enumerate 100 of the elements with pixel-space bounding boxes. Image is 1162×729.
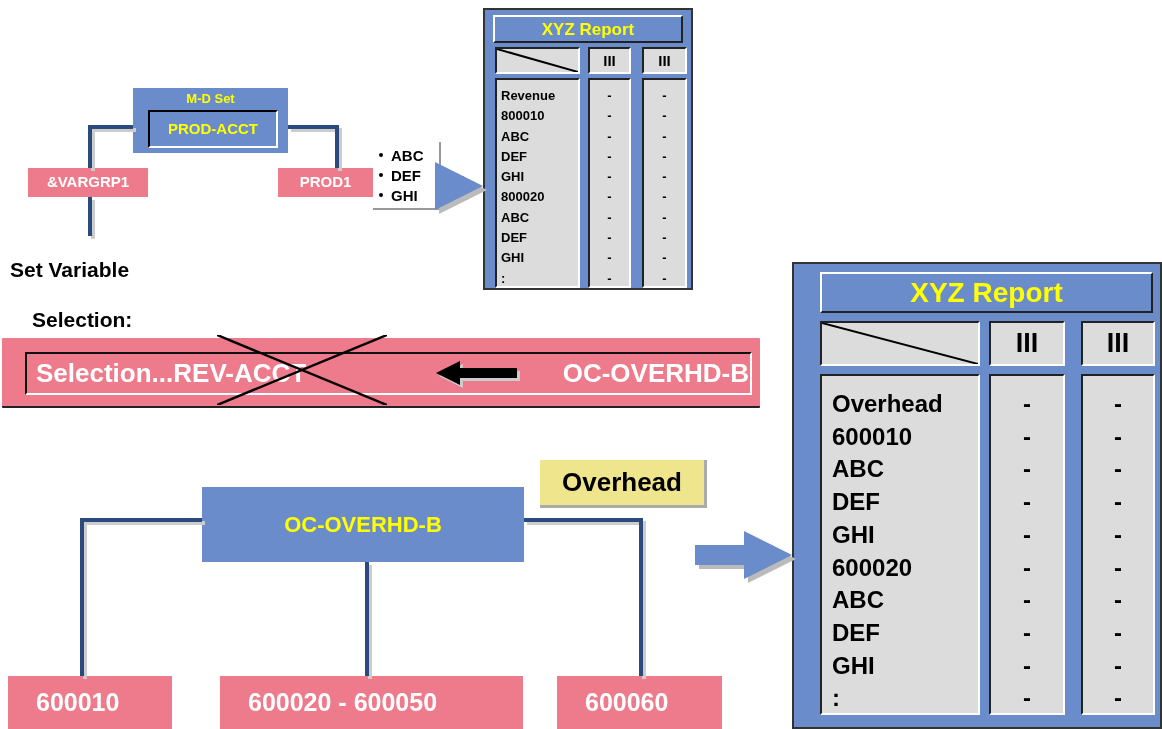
report-title: XYZ Report [541,20,635,38]
table-value: - [662,208,667,227]
report-panel [792,262,1162,729]
table-value: - [662,249,667,268]
row-label: Overhead [832,389,944,419]
table-value: - [662,229,667,248]
row-label: ABC [832,585,885,616]
row-label: DEF [832,617,881,648]
row-label: DEF [501,147,528,166]
table-value: - [1114,421,1122,452]
note-text: Overhead [562,466,682,499]
box-label: 600060 [585,686,669,718]
row-label: GHI [501,249,526,268]
row-label: GHI [501,168,526,187]
table-column [642,78,687,288]
connector-line [88,125,133,168]
list-item: DEF [391,165,421,185]
connector-line [88,197,92,236]
table-value: - [1114,487,1122,518]
row-label: Revenue [501,87,557,105]
connector-line [365,562,369,676]
connector-line [80,518,202,676]
table-value: - [1114,617,1122,648]
list-item: ABC [391,145,424,165]
set-title: M-D Set [186,92,235,105]
arrow [695,531,792,579]
table-value: - [607,208,612,227]
selection-text: OC-OVERHD-B [562,357,749,390]
report-panel [483,8,693,290]
box-label: OC-OVERHD-B [284,511,442,539]
table-value: - [1114,519,1122,550]
row-label: : [501,269,507,288]
table-value: - [662,87,667,105]
table-value: - [662,168,667,187]
row-label: GHI [832,650,876,681]
table-value: - [1023,585,1031,616]
row-label: 600010 [832,421,914,452]
account-box [557,676,722,729]
box-label: &VARGRP1 [46,172,130,193]
table-value: - [1114,585,1122,616]
row-label: 600020 [832,552,914,583]
row-label: DEF [832,487,881,518]
table-value: - [607,107,612,126]
table-value: - [607,269,612,288]
row-label: ABC [832,454,885,485]
table-value: - [607,229,612,248]
table-value: - [662,188,667,207]
box-label: PROD-ACCT [168,118,258,139]
table-value: - [1023,487,1031,518]
table-value: - [607,87,612,105]
table-column [495,78,580,288]
table-column [820,374,980,715]
table-value: - [1114,454,1122,485]
table-value: - [662,269,667,288]
account-box [28,168,148,197]
header-cell [989,321,1065,366]
table-value: - [662,107,667,126]
table-value: - [1023,683,1031,714]
row-label: DEF [501,229,528,248]
section-label: Set Variable [10,257,130,283]
arrow [436,361,517,385]
row-label: GHI [832,519,876,550]
table-value: - [1114,552,1122,583]
table-value: - [1114,650,1122,681]
table-value: - [662,127,667,146]
connector-line [524,518,643,676]
column-heading: III [658,53,671,68]
table-value: - [1114,683,1122,714]
table-value: - [1023,552,1031,583]
section-label: Selection: [32,307,133,333]
column-heading: III [603,53,616,68]
arrow [435,162,483,210]
table-column [588,78,631,288]
table-value: - [1023,454,1031,485]
column-heading: III [1015,330,1039,357]
row-label: 800010 [501,107,546,126]
box-label: PROD1 [299,172,352,193]
table-value: - [1114,389,1122,419]
account-box [278,168,373,197]
list-item: GHI [391,185,418,205]
header-cell [1081,321,1155,366]
account-box [8,676,172,729]
table-value: - [607,147,612,166]
row-label: 800020 [501,188,546,207]
column-heading: III [1106,330,1130,357]
table-value: - [607,127,612,146]
table-value: - [662,147,667,166]
row-label: ABC [501,127,531,146]
header-cell [588,47,631,74]
table-column [989,374,1065,715]
selection-band [2,338,760,408]
box-label: 600020 - 600050 [248,686,438,718]
table-value: - [1023,389,1031,419]
note-box [540,460,707,508]
table-value: - [1023,421,1031,452]
inner-box [148,110,278,148]
table-value: - [607,188,612,207]
header-cell [642,47,687,74]
table-value: - [1023,519,1031,550]
report-title: XYZ Report [910,278,1063,307]
